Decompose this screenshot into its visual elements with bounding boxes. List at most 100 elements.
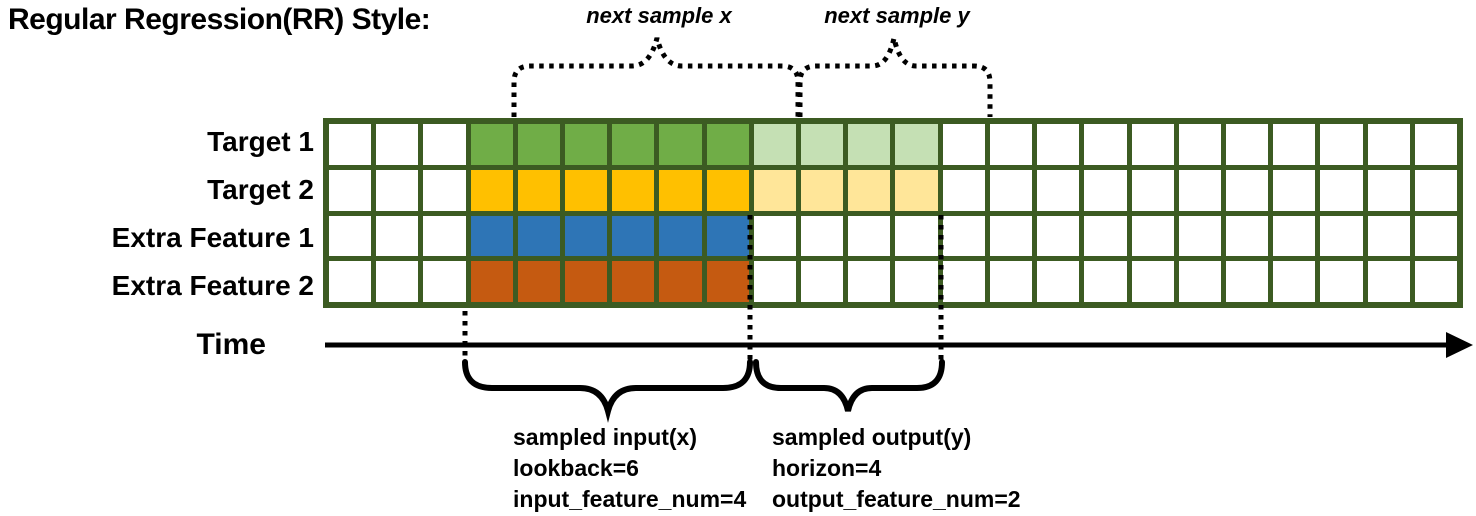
grid-cell: [329, 215, 372, 257]
grid-cell: [612, 124, 655, 165]
grid-cell: [801, 124, 844, 165]
grid-cell: [848, 261, 891, 302]
grid-cell: [942, 169, 985, 211]
grid-cell: [1131, 215, 1174, 257]
grid-cell: [517, 215, 561, 257]
grid-cell: [423, 169, 466, 211]
grid-cell: [1320, 215, 1363, 257]
grid-cell: [376, 169, 419, 211]
grid-cell: [1131, 169, 1174, 211]
grid-cell: [1225, 215, 1269, 257]
grid-cell: [1414, 169, 1457, 211]
grid-cell: [423, 215, 466, 257]
grid-cell: [989, 124, 1033, 165]
grid-cell: [1084, 169, 1127, 211]
grid-cell: [1084, 261, 1127, 302]
sampled-input-feature-num: input_feature_num=4: [513, 486, 747, 512]
row-label-target-2: Target 2: [207, 174, 314, 205]
timeseries-grid: [323, 118, 1463, 308]
grid-cell: [1367, 124, 1410, 165]
grid-cell: [329, 169, 372, 211]
grid-cell: [753, 124, 797, 165]
row-label-target-1: Target 1: [207, 126, 314, 157]
grid-cell: [376, 261, 419, 302]
time-axis-label: Time: [196, 328, 266, 361]
sampled-output-feature-num: output_feature_num=2: [772, 486, 1021, 512]
grid-cell: [1178, 215, 1221, 257]
grid-cell: [1414, 261, 1457, 302]
grid-cell: [1273, 169, 1316, 211]
row-label-extra-feature-1: Extra Feature 1: [111, 222, 314, 253]
grid-cell: [895, 169, 938, 211]
grid-cell: [848, 215, 891, 257]
grid-cell: [376, 215, 419, 257]
grid-cell: [753, 169, 797, 211]
grid-cell: [1320, 261, 1363, 302]
sampled-input-lookback: lookback=6: [513, 455, 639, 481]
grid-cell: [659, 169, 702, 211]
grid-cell: [1084, 124, 1127, 165]
sampled-output-note: sampled output(y) horizon=4 output_featu…: [772, 422, 1021, 515]
row-label-extra-feature-2: Extra Feature 2: [111, 270, 314, 301]
grid-cell: [706, 124, 749, 165]
grid-cell: [329, 124, 372, 165]
grid-cell: [565, 169, 608, 211]
grid-cell: [895, 215, 938, 257]
grid-cell: [1414, 215, 1457, 257]
grid-cell: [329, 261, 372, 302]
sampled-input-title: sampled input(x): [513, 424, 698, 450]
grid-cell: [517, 169, 561, 211]
grid-cell: [942, 215, 985, 257]
grid-cell: [612, 169, 655, 211]
grid-cell: [942, 261, 985, 302]
grid-cell: [1367, 261, 1410, 302]
sampled-input-brace: [462, 359, 753, 423]
grid-cell: [895, 261, 938, 302]
grid-cell: [470, 169, 513, 211]
grid-cell: [1178, 261, 1221, 302]
grid-cell: [470, 215, 513, 257]
grid-cell: [565, 261, 608, 302]
grid-cell: [612, 215, 655, 257]
grid-cell: [1084, 215, 1127, 257]
grid-cell: [801, 215, 844, 257]
grid-cell: [1037, 261, 1080, 302]
grid-cell: [1037, 169, 1080, 211]
next-sample-x-brace: [511, 37, 801, 117]
grid-cell: [1367, 215, 1410, 257]
grid-cell: [942, 124, 985, 165]
grid-cell: [1225, 261, 1269, 302]
grid-cell: [423, 261, 466, 302]
grid-cell: [517, 124, 561, 165]
grid-cell: [706, 169, 749, 211]
sampled-output-horizon: horizon=4: [772, 455, 882, 481]
grid-cell: [989, 169, 1033, 211]
grid-cell: [1225, 124, 1269, 165]
grid-cell: [753, 215, 797, 257]
grid-cell: [1037, 124, 1080, 165]
grid-cell: [989, 215, 1033, 257]
grid-cell: [470, 124, 513, 165]
grid-cell: [1320, 169, 1363, 211]
grid-cell: [1131, 124, 1174, 165]
grid-cell: [1131, 261, 1174, 302]
grid-cell: [659, 215, 702, 257]
grid-cell: [612, 261, 655, 302]
sampled-input-note: sampled input(x) lookback=6 input_featur…: [513, 422, 746, 515]
grid-cell: [470, 261, 513, 302]
grid-cell: [1367, 169, 1410, 211]
sampled-output-brace: [753, 359, 945, 412]
grid-cell: [801, 261, 844, 302]
next-sample-y-label: next sample y: [824, 3, 970, 28]
diagram-title: Regular Regression(RR) Style:: [8, 3, 431, 36]
time-axis-arrowhead: [1446, 332, 1473, 358]
grid-cell: [1273, 215, 1316, 257]
grid-cell: [989, 261, 1033, 302]
grid-cell: [1273, 261, 1316, 302]
grid-cell: [1273, 124, 1316, 165]
grid-cell: [659, 124, 702, 165]
grid-cell: [848, 124, 891, 165]
grid-cell: [565, 124, 608, 165]
grid-cell: [895, 124, 938, 165]
